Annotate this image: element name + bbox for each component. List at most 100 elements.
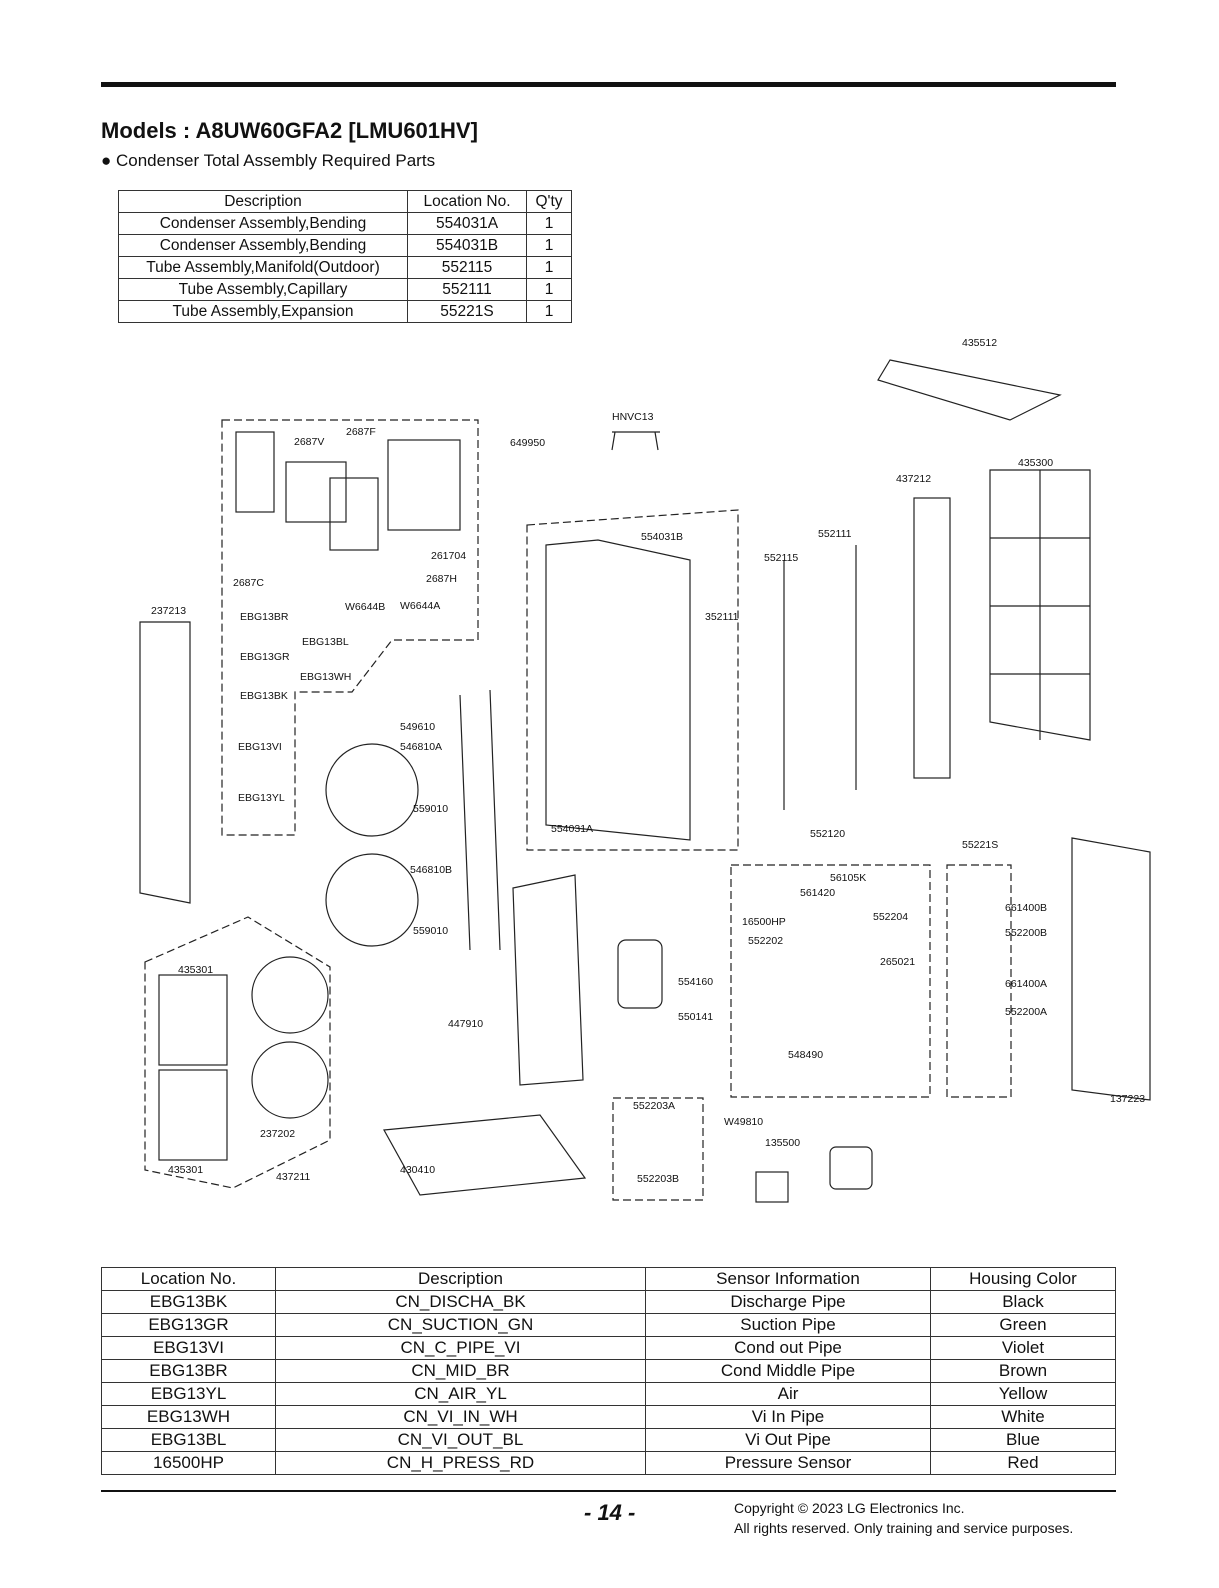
callout-label: 552203B <box>637 1173 679 1185</box>
callout-label: 649950 <box>510 437 545 449</box>
table-cell: EBG13BR <box>101 1359 276 1383</box>
callout-label: 447910 <box>448 1018 483 1030</box>
callout-label: 550141 <box>678 1011 713 1023</box>
callout-label: EBG13BR <box>240 611 289 623</box>
sensor-table: Location No. Description Sensor Informat… <box>101 1267 1116 1475</box>
table-cell: CN_AIR_YL <box>275 1382 646 1406</box>
table-cell: Vi Out Pipe <box>645 1428 931 1452</box>
table-cell: Cond out Pipe <box>645 1336 931 1360</box>
table-cell: Pressure Sensor <box>645 1451 931 1475</box>
bottom-rule <box>101 1490 1116 1492</box>
callout-label: 549610 <box>400 721 435 733</box>
header-cell: Sensor Information <box>645 1267 931 1291</box>
header-cell: Housing Color <box>930 1267 1116 1291</box>
table-cell: 55221S <box>407 300 527 323</box>
callout-label: 2687V <box>294 436 324 448</box>
header-cell: Q'ty <box>526 190 572 213</box>
exploded-view-diagram: 435512 HNVC13 649950 2687F 2687V 435300 … <box>139 337 1151 1203</box>
table-row: EBG13YL CN_AIR_YL Air Yellow <box>101 1382 1116 1406</box>
table-cell: Discharge Pipe <box>645 1290 931 1314</box>
table-cell: 1 <box>526 256 572 279</box>
header-cell: Description <box>118 190 408 213</box>
callout-label: W49810 <box>724 1116 763 1128</box>
table-cell: Red <box>930 1451 1116 1475</box>
callout-label: 559010 <box>413 925 448 937</box>
table-cell: 1 <box>526 212 572 235</box>
table-cell: Tube Assembly,Manifold(Outdoor) <box>118 256 408 279</box>
table-cell: 1 <box>526 278 572 301</box>
callout-label: 352111 <box>705 611 739 623</box>
callout-label: 2687H <box>426 573 457 585</box>
callout-label: EBG13BL <box>302 636 349 648</box>
callout-label: HNVC13 <box>612 411 654 423</box>
callout-label: EBG13GR <box>240 651 290 663</box>
callout-label: 546810A <box>400 741 442 753</box>
table-row: Condenser Assembly,Bending 554031B 1 <box>118 234 572 257</box>
callout-label: 16500HP <box>742 916 786 928</box>
callout-label: 435301 <box>168 1164 203 1176</box>
page-subtitle: ● Condenser Total Assembly Required Part… <box>101 151 436 170</box>
callout-label: 548490 <box>788 1049 823 1061</box>
table-cell: Blue <box>930 1428 1116 1452</box>
table-cell: Tube Assembly,Capillary <box>118 278 408 301</box>
callout-label: 546810B <box>410 864 452 876</box>
table-cell: Brown <box>930 1359 1116 1383</box>
callout-label: 237213 <box>151 605 186 617</box>
table-row: Tube Assembly,Capillary 552111 1 <box>118 278 572 301</box>
callout-label: 430410 <box>400 1164 435 1176</box>
callout-label: 552200A <box>1005 1006 1047 1018</box>
callout-label: 554031B <box>641 531 683 543</box>
callout-label: 435301 <box>178 964 213 976</box>
table-row: 16500HP CN_H_PRESS_RD Pressure Sensor Re… <box>101 1451 1116 1475</box>
table-cell: CN_C_PIPE_VI <box>275 1336 646 1360</box>
callout-label: 552203A <box>633 1100 675 1112</box>
table-cell: 552111 <box>407 278 527 301</box>
callout-label: 261704 <box>431 550 466 562</box>
table-cell: 1 <box>526 300 572 323</box>
page-number: - 14 - <box>584 1500 636 1525</box>
table-cell: Cond Middle Pipe <box>645 1359 931 1383</box>
required-parts-table: Description Location No. Q'ty Condenser … <box>118 190 572 323</box>
callout-label: 559010 <box>413 803 448 815</box>
table-cell: Yellow <box>930 1382 1116 1406</box>
table-cell: 554031A <box>407 212 527 235</box>
callout-label: 435512 <box>962 337 997 349</box>
table-cell: 1 <box>526 234 572 257</box>
callout-label: 437211 <box>276 1171 310 1183</box>
table-header-row: Location No. Description Sensor Informat… <box>101 1267 1116 1291</box>
callout-label: 55221S <box>962 839 998 851</box>
table-cell: Violet <box>930 1336 1116 1360</box>
table-cell: EBG13VI <box>101 1336 276 1360</box>
table-row: Tube Assembly,Manifold(Outdoor) 552115 1 <box>118 256 572 279</box>
callout-label: EBG13WH <box>300 671 351 683</box>
diagram-callouts: 435512 HNVC13 649950 2687F 2687V 435300 … <box>151 337 1145 1185</box>
callout-label: EBG13BK <box>240 690 288 702</box>
callout-label: 554160 <box>678 976 713 988</box>
table-cell: CN_H_PRESS_RD <box>275 1451 646 1475</box>
table-cell: CN_VI_OUT_BL <box>275 1428 646 1452</box>
table-row: Tube Assembly,Expansion 55221S 1 <box>118 300 572 323</box>
table-cell: EBG13BK <box>101 1290 276 1314</box>
header-cell: Location No. <box>101 1267 276 1291</box>
callout-label: 135500 <box>765 1137 800 1149</box>
callout-label: 437212 <box>896 473 931 485</box>
callout-label: 56105K <box>830 872 866 884</box>
callout-label: 237202 <box>260 1128 295 1140</box>
header-cell: Description <box>275 1267 646 1291</box>
table-cell: EBG13BL <box>101 1428 276 1452</box>
table-row: EBG13GR CN_SUCTION_GN Suction Pipe Green <box>101 1313 1116 1337</box>
table-cell: Tube Assembly,Expansion <box>118 300 408 323</box>
callout-label: 561420 <box>800 887 835 899</box>
table-cell: CN_VI_IN_WH <box>275 1405 646 1429</box>
table-cell: Green <box>930 1313 1116 1337</box>
table-cell: EBG13WH <box>101 1405 276 1429</box>
callout-label: 661400A <box>1005 978 1047 990</box>
table-cell: CN_MID_BR <box>275 1359 646 1383</box>
callout-label: 661400B <box>1005 902 1047 914</box>
callout-label: W6644B <box>345 601 385 613</box>
table-row: EBG13BL CN_VI_OUT_BL Vi Out Pipe Blue <box>101 1428 1116 1452</box>
callout-label: 552202 <box>748 935 783 947</box>
table-cell: EBG13YL <box>101 1382 276 1406</box>
table-cell: CN_SUCTION_GN <box>275 1313 646 1337</box>
table-row: EBG13VI CN_C_PIPE_VI Cond out Pipe Viole… <box>101 1336 1116 1360</box>
